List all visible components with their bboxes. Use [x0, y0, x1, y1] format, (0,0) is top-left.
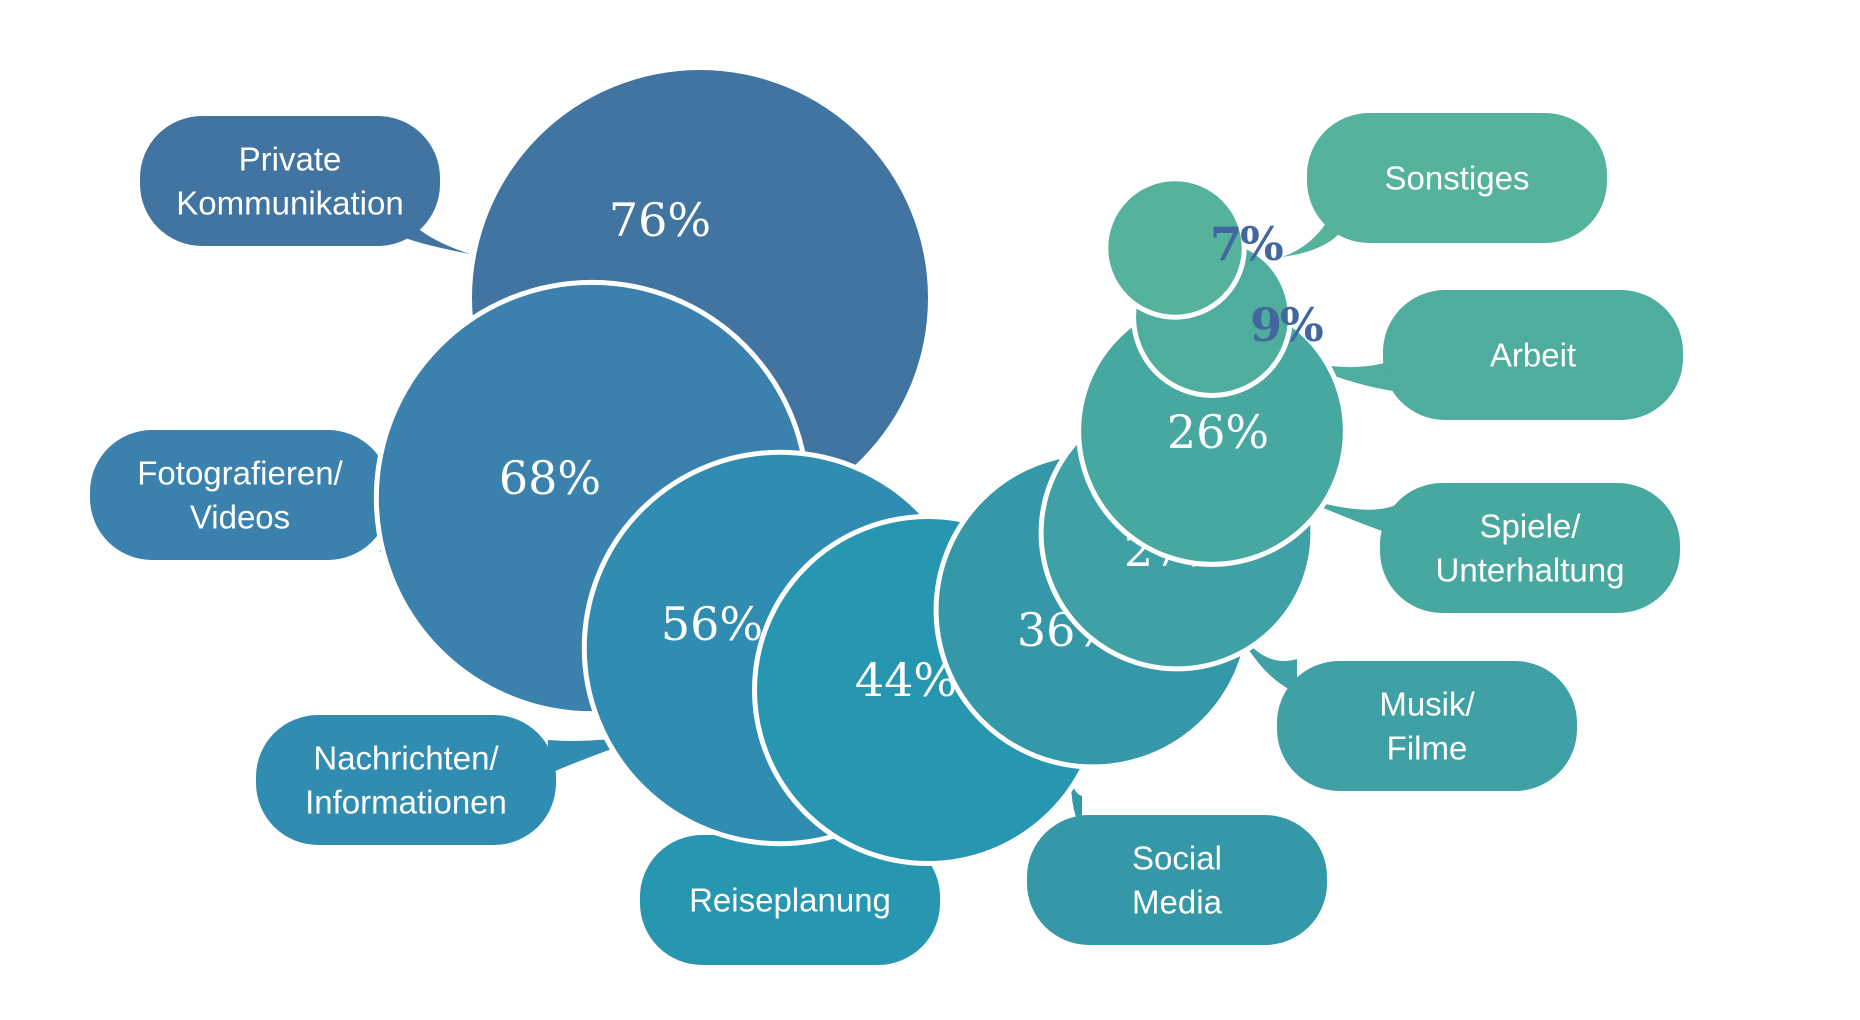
callout-musik-filme: Musik/Filme — [1232, 620, 1577, 791]
callout-pointer — [395, 199, 470, 254]
callout-label: Fotografieren/ — [137, 455, 343, 492]
value-label-reiseplanung: 44% — [855, 653, 957, 707]
callout-box — [1383, 290, 1683, 420]
callout-label: Videos — [190, 499, 290, 536]
callout-label: Private — [239, 141, 342, 178]
callout-label: Filme — [1387, 730, 1468, 767]
callout-box — [256, 715, 556, 845]
callout-fotografieren-videos: Fotografieren/Videos — [90, 430, 445, 560]
value-label-fotografieren-videos: 68% — [499, 451, 601, 505]
callout-box — [1380, 483, 1680, 613]
callout-label: Sonstiges — [1385, 160, 1530, 197]
callout-reiseplanung: Reiseplanung — [640, 808, 940, 965]
callout-label: Kommunikation — [176, 185, 403, 222]
callout-box — [640, 835, 940, 965]
callout-spiele-unterhaltung: Spiele/Unterhaltung — [1290, 483, 1680, 613]
value-label-spiele-unterhaltung: 26% — [1167, 405, 1269, 459]
callout-label: Unterhaltung — [1436, 552, 1625, 589]
callout-box — [1307, 113, 1607, 243]
value-label-sonstiges: 7% — [1210, 217, 1283, 271]
callout-label: Social — [1132, 840, 1222, 877]
value-label-arbeit: 9% — [1250, 298, 1323, 352]
callout-pointer — [1282, 201, 1338, 257]
value-label-private-kommunikation: 76% — [609, 193, 711, 247]
callout-label: Arbeit — [1490, 337, 1576, 374]
callout-label: Nachrichten/ — [313, 740, 499, 777]
bubble-sonstiges — [1103, 176, 1247, 320]
callout-pointer — [1232, 620, 1297, 693]
callout-label: Reiseplanung — [689, 882, 891, 919]
callout-label: Informationen — [305, 784, 507, 821]
callout-label: Spiele/ — [1480, 508, 1582, 545]
callout-label: Musik/ — [1379, 686, 1475, 723]
callout-box — [1027, 815, 1327, 945]
callout-box — [1277, 661, 1577, 791]
callout-nachrichten-informationen: Nachrichten/Informationen — [256, 715, 663, 845]
callout-sonstiges: Sonstiges — [1282, 113, 1607, 257]
callout-box — [140, 116, 440, 246]
value-label-nachrichten-informationen: 56% — [661, 597, 763, 651]
callout-pointer — [1070, 716, 1082, 830]
callout-pointer — [548, 731, 663, 774]
callout-box — [90, 430, 390, 560]
callout-label: Media — [1132, 884, 1223, 921]
